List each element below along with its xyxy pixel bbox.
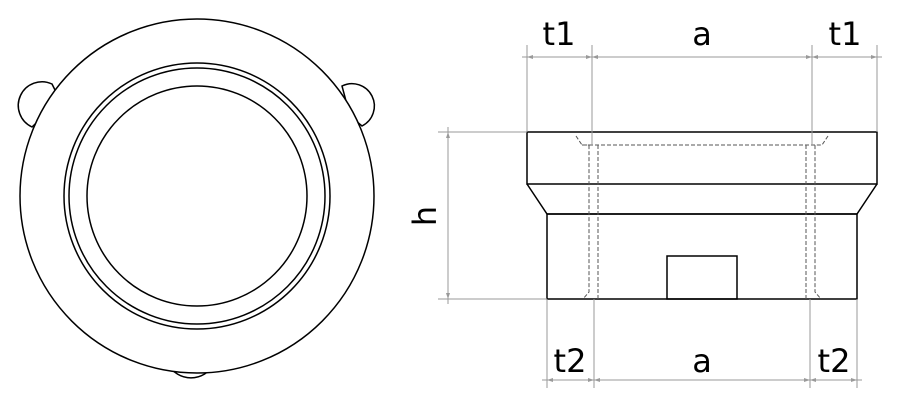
side-view: t1 a t1 t2 a t2 h bbox=[406, 15, 882, 388]
label-height: h bbox=[406, 206, 444, 226]
outer-ring bbox=[19, 18, 375, 374]
ring-2 bbox=[63, 62, 331, 330]
hidden-bore-left bbox=[575, 135, 599, 300]
height-dimension: h bbox=[406, 127, 547, 304]
ring-3 bbox=[68, 67, 326, 325]
label-top-right: t1 bbox=[829, 15, 862, 53]
label-bottom-right: t2 bbox=[818, 342, 851, 380]
top-dimension: t1 a t1 bbox=[522, 15, 882, 145]
shoulder bbox=[526, 183, 878, 215]
flange bbox=[526, 131, 878, 185]
top-view bbox=[17, 18, 376, 379]
bottom-dimension: t2 a t2 bbox=[542, 299, 862, 388]
slot bbox=[666, 255, 738, 300]
hidden-bore-right bbox=[805, 135, 829, 300]
label-bottom-left: t2 bbox=[554, 342, 587, 380]
ring-4 bbox=[86, 85, 308, 307]
lug-left bbox=[17, 81, 61, 128]
label-bottom-middle: a bbox=[692, 342, 712, 380]
label-top-middle: a bbox=[692, 15, 712, 53]
label-top-left: t1 bbox=[543, 15, 576, 53]
